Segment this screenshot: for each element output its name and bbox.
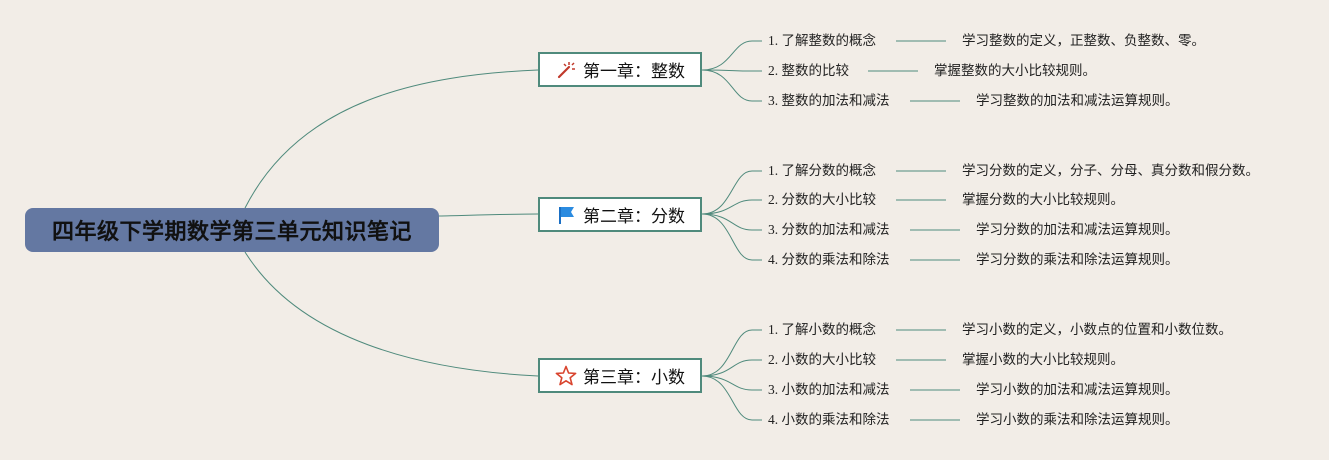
chapter-to-topic-line — [701, 69, 762, 102]
topic-label: 3. 整数的加法和减法 — [768, 93, 890, 108]
chapter-node-decimals[interactable]: 第三章：小数 — [538, 358, 702, 393]
detail-label: 学习分数的定义，分子、分母、真分数和假分数。 — [962, 163, 1259, 178]
topic-label: 4. 小数的乘法和除法 — [768, 412, 890, 427]
detail-label: 学习分数的加法和减法运算规则。 — [976, 222, 1179, 237]
magic-wand-icon — [555, 59, 577, 81]
chapter-to-topic-line — [701, 199, 762, 215]
chapter-to-topic-line — [701, 375, 762, 421]
topic-label: 2. 小数的大小比较 — [768, 352, 876, 367]
detail-label: 掌握分数的大小比较规则。 — [962, 192, 1124, 207]
detail-label: 学习小数的加法和减法运算规则。 — [976, 382, 1179, 397]
topic-label: 1. 了解小数的概念 — [768, 322, 876, 337]
topic-label: 3. 小数的加法和减法 — [768, 382, 890, 397]
detail-label: 学习整数的定义，正整数、负整数、零。 — [962, 33, 1205, 48]
central-to-chapter-line — [438, 213, 539, 217]
topic-label: 3. 分数的加法和减法 — [768, 222, 890, 237]
chapter-to-topic-line — [701, 170, 762, 215]
chapter-to-topic-line — [701, 329, 762, 377]
chapter-title: 第二章：分数 — [583, 207, 685, 227]
chapter-to-topic-line — [701, 213, 762, 231]
chapter-node-integers[interactable]: 第一章：整数 — [538, 52, 702, 87]
star-icon — [555, 365, 577, 387]
topic-label: 2. 分数的大小比较 — [768, 192, 876, 207]
detail-label: 学习小数的定义，小数点的位置和小数位数。 — [962, 322, 1232, 337]
topic-label: 4. 分数的乘法和除法 — [768, 252, 890, 267]
detail-label: 掌握小数的大小比较规则。 — [962, 352, 1124, 367]
detail-label: 学习小数的乘法和除法运算规则。 — [976, 412, 1179, 427]
central-to-chapter-line — [244, 69, 539, 209]
chapter-to-topic-line — [701, 213, 762, 261]
chapter-to-topic-line — [701, 359, 762, 377]
chapter-to-topic-line — [701, 375, 762, 391]
topic-label: 1. 了解整数的概念 — [768, 33, 876, 48]
detail-label: 学习分数的乘法和除法运算规则。 — [976, 252, 1179, 267]
chapter-to-topic-line — [701, 40, 762, 71]
chapter-to-topic-line — [701, 69, 762, 72]
topic-label: 1. 了解分数的概念 — [768, 163, 876, 178]
chapter-node-fractions[interactable]: 第二章：分数 — [538, 197, 702, 232]
flag-icon — [555, 204, 577, 226]
detail-label: 学习整数的加法和减法运算规则。 — [976, 93, 1179, 108]
central-to-chapter-line — [244, 251, 539, 377]
chapter-title: 第三章：小数 — [583, 368, 685, 388]
detail-label: 掌握整数的大小比较规则。 — [934, 63, 1096, 78]
topic-label: 2. 整数的比较 — [768, 63, 849, 78]
central-topic[interactable]: 四年级下学期数学第三单元知识笔记 — [25, 208, 439, 252]
chapter-title: 第一章：整数 — [583, 62, 685, 82]
